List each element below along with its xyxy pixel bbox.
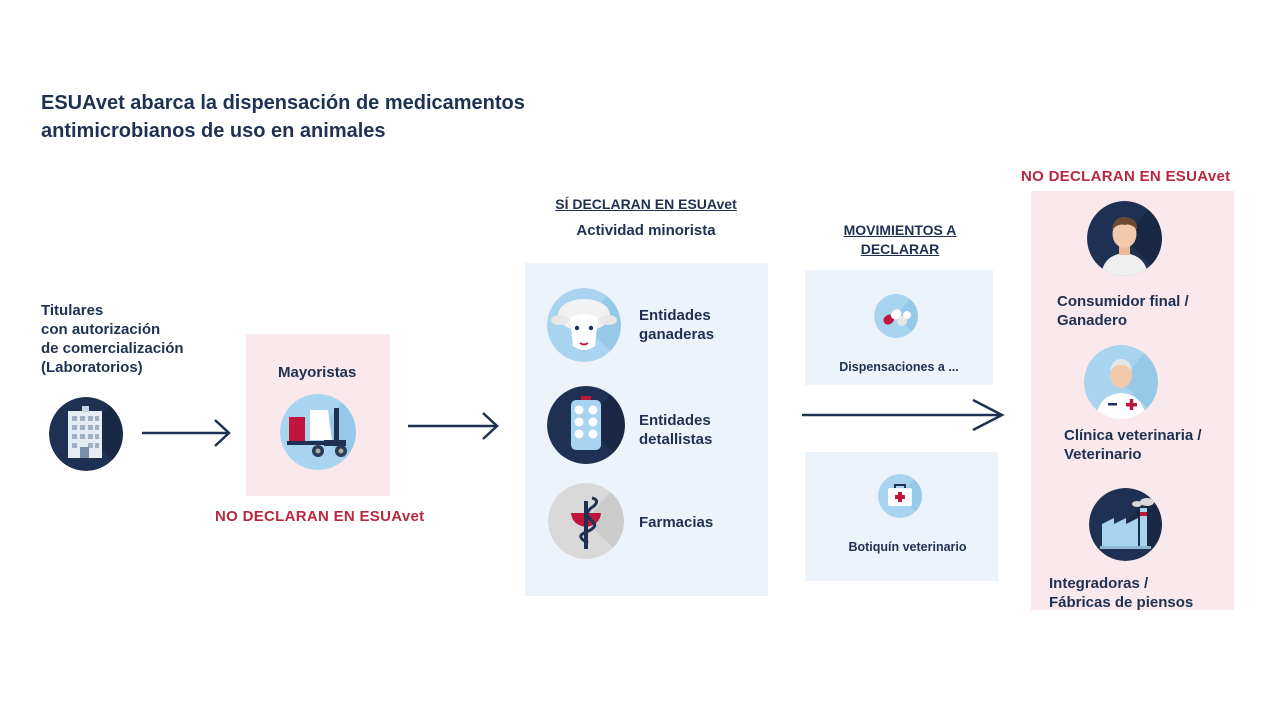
title-line-1: ESUAvet abarca la dispensación de medica… [41, 92, 525, 114]
mayoristas-panel: Mayoristas [246, 334, 390, 496]
pill-blister-icon [547, 386, 625, 464]
first-aid-kit-icon [878, 474, 922, 518]
title-line-2: antimicrobianos de uso en animales [41, 120, 386, 142]
building-icon [49, 397, 123, 471]
minorista-item-detallistas: Entidades detallistas [639, 412, 713, 448]
sheep-icon [547, 288, 621, 362]
movimientos-heading: MOVIMIENTOS A DECLARAR [843, 222, 957, 257]
farmer-icon [1087, 201, 1162, 276]
minorista-panel: Entidades ganaderas Entidades detallista… [525, 263, 768, 596]
destino-consumidor-label: Consumidor final / Ganadero [1057, 293, 1189, 329]
arrow-titulares-to-mayoristas [142, 419, 231, 447]
page-title: ESUAvet abarca la dispensación de medica… [41, 89, 525, 145]
minorista-heading: SÍ DECLARAN EN ESUAvet [555, 196, 737, 212]
veterinarian-icon [1084, 345, 1158, 419]
capsules-icon [874, 294, 918, 338]
arrow-mayoristas-to-minorista [408, 412, 499, 440]
factory-icon [1089, 488, 1162, 561]
forklift-icon [280, 394, 356, 470]
arrow-movimientos-to-destinos [802, 398, 1005, 432]
destinos-heading: NO DECLARAN EN ESUAvet [1021, 168, 1231, 185]
mayoristas-note: NO DECLARAN EN ESUAvet [215, 508, 425, 525]
minorista-item-ganaderas: Entidades ganaderas [639, 307, 715, 343]
minorista-subheading: Actividad minorista [576, 222, 716, 239]
destino-clinica-label: Clínica veterinaria / Veterinario [1064, 427, 1202, 463]
movimiento-dispensaciones-box: Dispensaciones a ... [805, 270, 993, 385]
movimiento-botiquin-box: Botiquín veterinario [805, 452, 998, 581]
minorista-item-farmacias: Farmacias [639, 514, 714, 531]
mayoristas-label: Mayoristas [278, 364, 357, 381]
pharmacy-caduceus-icon [548, 483, 624, 559]
movimiento-dispensaciones-label: Dispensaciones a ... [839, 360, 959, 374]
movimiento-botiquin-label: Botiquín veterinario [848, 540, 967, 554]
titulares-label: Titulares con autorización de comerciali… [41, 302, 184, 376]
destino-integradoras-label: Integradoras / Fábricas de piensos [1049, 575, 1194, 611]
destinos-panel: Consumidor final / Ganadero Clínica vete… [1031, 191, 1234, 611]
